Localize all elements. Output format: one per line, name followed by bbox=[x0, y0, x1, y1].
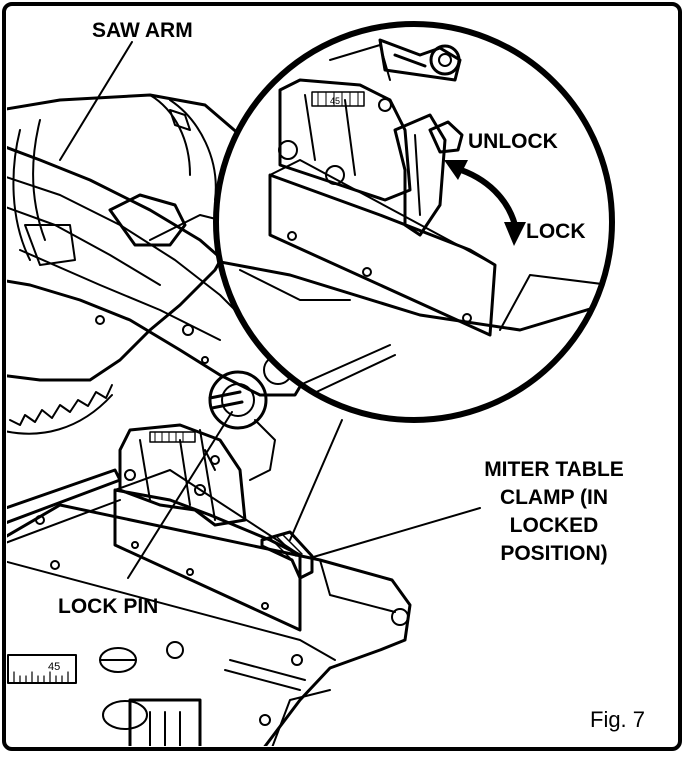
saw-arm-label: SAW ARM bbox=[92, 19, 193, 42]
miter-clamp-line-4: POSITION) bbox=[500, 542, 607, 565]
inset-drawing: 45 bbox=[216, 38, 612, 420]
miter-scale-mark: 45 bbox=[48, 661, 60, 673]
miter-clamp-line-2: CLAMP (IN bbox=[500, 486, 608, 509]
miter-clamp-leader bbox=[309, 507, 481, 559]
lock-direction-arrow bbox=[452, 165, 518, 228]
inset-pointer-line bbox=[289, 419, 343, 541]
figure-caption: Fig. 7 bbox=[590, 707, 645, 732]
saw-arm-leader bbox=[59, 41, 133, 161]
unlock-label: UNLOCK bbox=[468, 130, 558, 153]
inset-scale-mark: 45 bbox=[330, 96, 340, 106]
lock-pin-leader bbox=[127, 411, 233, 579]
lock-pin-label: LOCK PIN bbox=[58, 595, 158, 618]
miter-clamp-line-1: MITER TABLE bbox=[484, 458, 624, 481]
miter-clamp-line-3: LOCKED bbox=[510, 514, 599, 537]
miter-table-clamp-label: MITER TABLE CLAMP (IN LOCKED POSITION) bbox=[484, 458, 624, 565]
lock-label: LOCK bbox=[526, 220, 586, 243]
